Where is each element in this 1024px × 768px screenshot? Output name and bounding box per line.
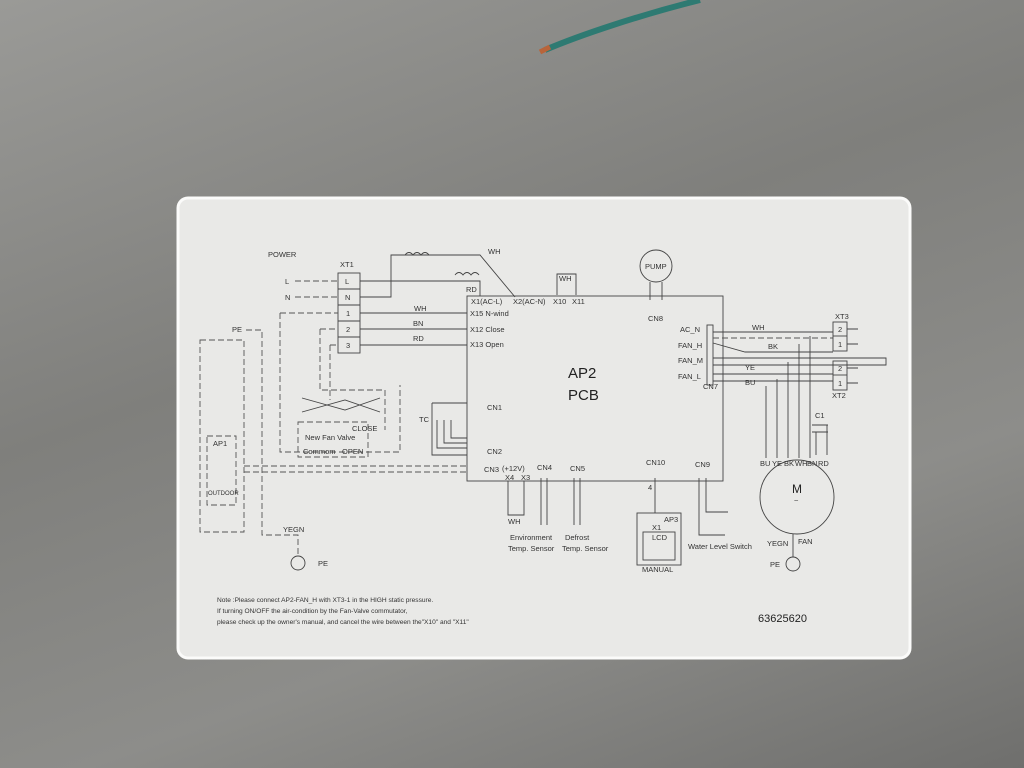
wire-rd: RD: [413, 334, 424, 343]
wire-wh-x4: WH: [508, 517, 521, 526]
pump-motor: [639, 249, 673, 283]
wire-bk: BK: [768, 342, 778, 351]
wire-bu: BU: [745, 378, 755, 387]
motor-label: M: [792, 482, 802, 496]
xt2-block: [832, 360, 848, 391]
wire-bn: BN: [413, 319, 423, 328]
terminal-2: 2: [346, 325, 350, 334]
copper-wire-tip: [538, 44, 552, 55]
terminal-n: N: [345, 293, 350, 302]
cn7-connector: [706, 324, 714, 386]
lcd-label: LCD: [652, 533, 668, 542]
wire-wh: WH: [414, 304, 427, 313]
env-sensor-label: Environment: [510, 533, 553, 542]
motor-fan: FAN: [798, 537, 813, 546]
ap3-display-board: [636, 512, 682, 566]
fan-motor: [759, 459, 835, 535]
wire-ye: YE: [745, 363, 755, 372]
ap3-x1-label: X1: [652, 523, 661, 532]
green-wire: [543, 0, 701, 53]
cn4-label: CN4: [537, 463, 552, 472]
xt3-1: 1: [838, 340, 842, 349]
x2-label: X2(AC-N): [513, 297, 546, 306]
motor-wire-rd: RD: [818, 459, 829, 468]
motor-wire-ye: YE: [772, 459, 782, 468]
valve-close-label: CLOSE: [352, 424, 377, 433]
motor-wire-bk: BK: [784, 459, 794, 468]
defrost-sensor-label-2: Temp. Sensor: [562, 544, 609, 553]
motor-tilde: ~: [794, 496, 799, 505]
ac-n-label: AC_N: [680, 325, 700, 334]
cn8-label: CN8: [648, 314, 663, 323]
x13-label: X13 Open: [470, 340, 504, 349]
x4-label: X4: [505, 473, 514, 482]
plus12v-label: (+12V): [502, 464, 525, 473]
motor-pe: PE: [770, 560, 780, 569]
cn2-label: CN2: [487, 447, 502, 456]
line-n-label: N: [285, 293, 290, 302]
fan-h-label: FAN_H: [678, 341, 702, 350]
pump-label: PUMP: [645, 262, 667, 271]
cn7-label: CN7: [703, 382, 718, 391]
terminal-1: 1: [346, 309, 350, 318]
cn3-label: CN3: [484, 465, 499, 474]
ap1-label: AP1: [213, 439, 227, 448]
terminal-3: 3: [346, 341, 350, 350]
tc-label: TC: [419, 415, 430, 424]
xt2-label: XT2: [832, 391, 846, 400]
lcd-screen: [642, 531, 676, 561]
pcb-type: PCB: [568, 387, 599, 404]
x1-label: X1(AC-L): [471, 297, 503, 306]
c1-label: C1: [815, 411, 825, 420]
part-number: 63625620: [758, 613, 807, 625]
x15-label: X15 N-wind: [470, 309, 509, 318]
cn1-label: CN1: [487, 403, 502, 412]
x10-label: X10: [553, 297, 566, 306]
valve-name-label: New Fan Valve: [305, 433, 355, 442]
x11-label: X11: [572, 297, 585, 306]
env-sensor-label-2: Temp. Sensor: [508, 544, 555, 553]
manual-label: MANUAL: [642, 565, 673, 574]
pcb-name: AP2: [568, 365, 596, 382]
cn10-label: CN10: [646, 458, 665, 467]
wire-wh-x10: WH: [559, 274, 572, 283]
xt2-1: 1: [838, 379, 842, 388]
pe-left-label: PE: [232, 325, 242, 334]
terminal-l: L: [345, 277, 349, 286]
fan-m-label: FAN_M: [678, 356, 703, 365]
wiring-label: [176, 196, 912, 660]
ap3-label: AP3: [664, 515, 678, 524]
note-line-1: Note :Please connect AP2-FAN_H with XT3-…: [217, 597, 433, 604]
outdoor-label: OUTDOOR: [208, 491, 239, 497]
wire-wh-top: WH: [488, 247, 501, 256]
xt3-label: XT3: [835, 312, 849, 321]
note-line-2: If turning ON/OFF the air-condition by t…: [217, 608, 408, 615]
valve-open-label: OPEN: [342, 447, 363, 456]
motor-wire-bu: BU: [760, 459, 770, 468]
fan-l-label: FAN_L: [678, 372, 701, 381]
ap2-pcb-board: [466, 295, 724, 482]
cn10-wire-count: 4: [648, 483, 652, 492]
pe-ground-label: PE: [318, 559, 328, 568]
valve-common-label: Commom: [303, 447, 336, 456]
x3-label: X3: [521, 473, 530, 482]
defrost-sensor-label: Defrost: [565, 533, 590, 542]
motor-yegn: YEGN: [767, 539, 788, 548]
cn5-label: CN5: [570, 464, 585, 473]
motor-wire-wh: WH: [795, 459, 808, 468]
wire-wh-cn7: WH: [752, 323, 765, 332]
power-title: POWER: [268, 250, 297, 259]
wire-rd-top: RD: [466, 285, 477, 294]
xt1-label: XT1: [340, 260, 354, 269]
water-level-switch-label: Water Level Switch: [688, 542, 752, 551]
yegn-left-label: YEGN: [283, 525, 304, 534]
xt3-2: 2: [838, 325, 842, 334]
cn9-label: CN9: [695, 460, 710, 469]
ground-left-icon: [290, 555, 306, 571]
x12-label: X12 Close: [470, 325, 505, 334]
line-l-label: L: [285, 277, 289, 286]
xt3-block: [832, 321, 848, 352]
note-line-3: please check up the owner's manual, and …: [217, 619, 469, 626]
xt2-2: 2: [838, 364, 842, 373]
